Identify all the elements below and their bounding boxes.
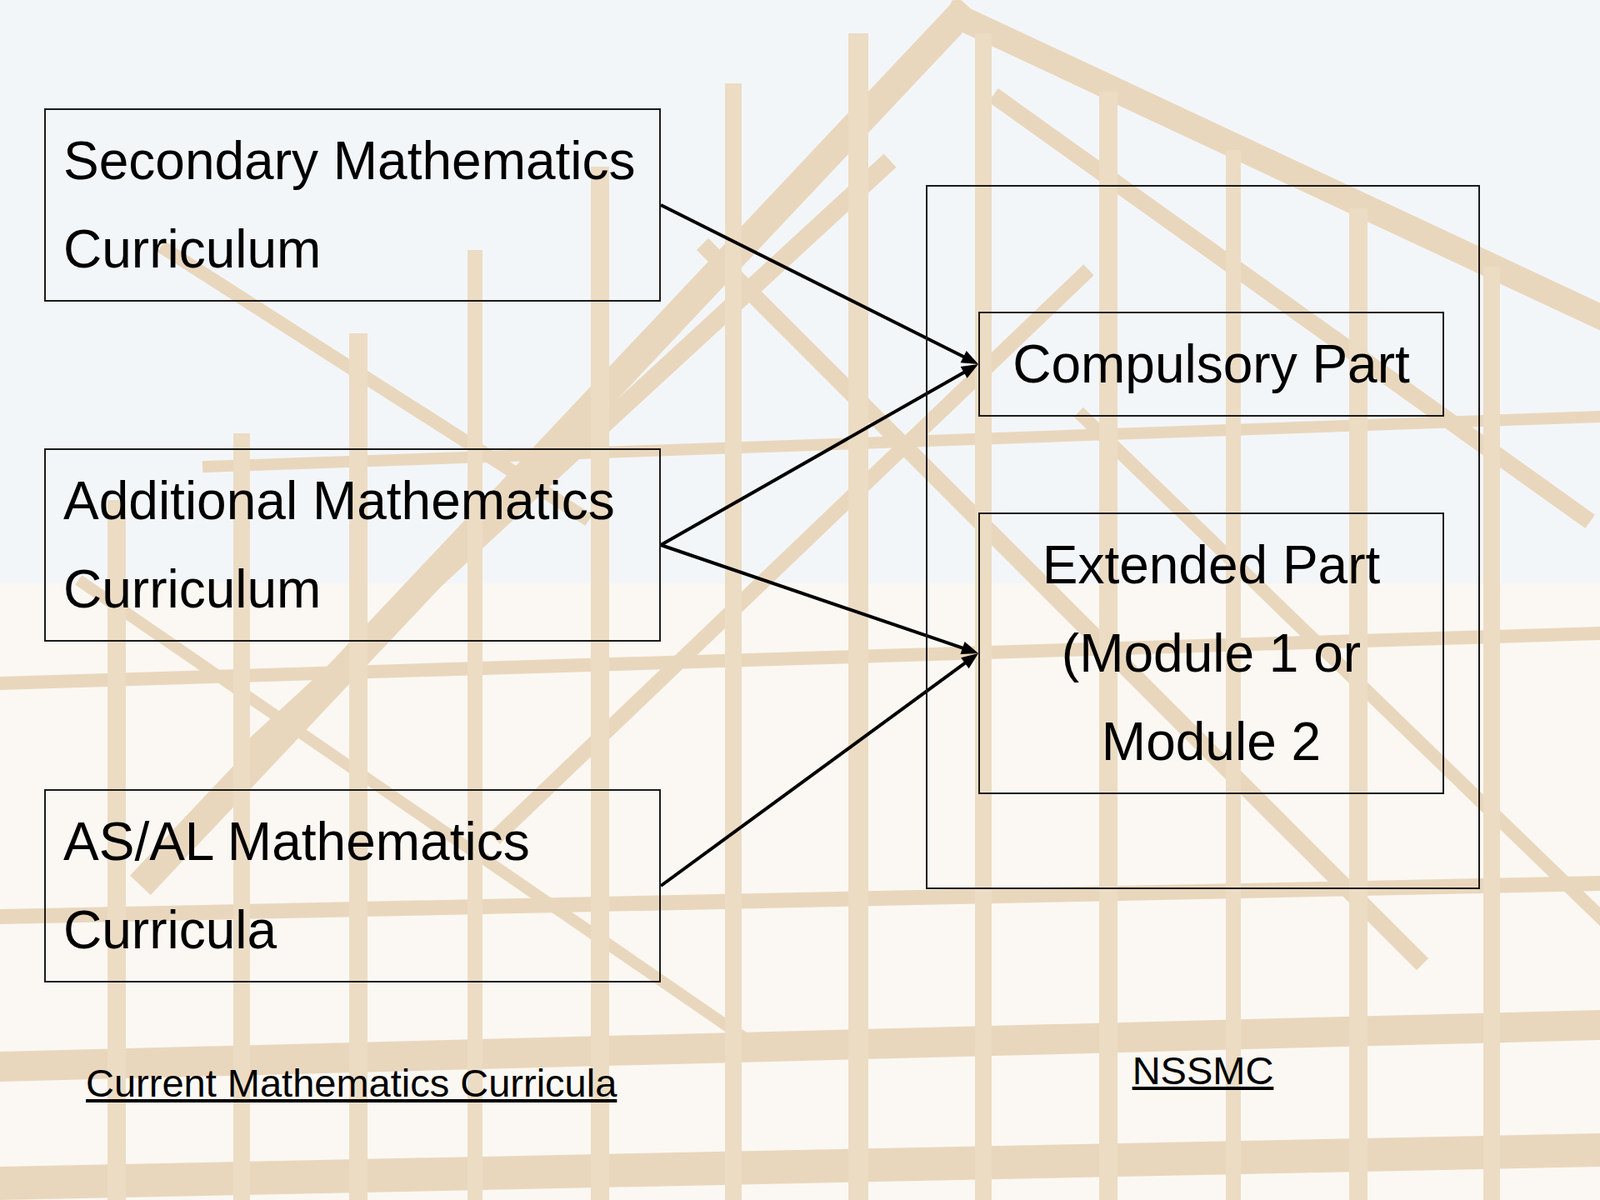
arrow-head bbox=[960, 653, 979, 669]
curriculum-box: AS/AL Mathematics Curricula bbox=[44, 789, 661, 983]
curriculum-box: Additional Mathematics Curriculum bbox=[44, 448, 661, 642]
nssmc-frame: NSSMCCompulsory PartExtended Part (Modul… bbox=[925, 185, 1480, 890]
part-box: Compulsory Part bbox=[978, 311, 1445, 417]
arrow-head bbox=[960, 641, 979, 655]
connector-line bbox=[660, 545, 966, 650]
box-text: Compulsory Part bbox=[1012, 320, 1410, 409]
part-box: Extended Part (Module 1 or Module 2 bbox=[978, 512, 1445, 795]
arrow-connector bbox=[660, 545, 979, 655]
box-text: Secondary Mathematics Curriculum bbox=[63, 116, 642, 294]
curriculum-box: Secondary Mathematics Curriculum bbox=[44, 108, 661, 302]
connector-line bbox=[660, 205, 967, 359]
connector-line bbox=[660, 370, 967, 545]
arrow-head bbox=[960, 350, 979, 365]
box-text: AS/AL Mathematics Curricula bbox=[63, 797, 642, 975]
frame-title: NSSMC bbox=[927, 1047, 1479, 1095]
arrow-connector bbox=[660, 653, 979, 886]
box-text: Additional Mathematics Curriculum bbox=[63, 456, 642, 634]
arrow-connector bbox=[660, 364, 979, 545]
group-caption: Current Mathematics Curricula bbox=[85, 1060, 617, 1107]
connector-line bbox=[660, 660, 968, 886]
arrow-connector bbox=[660, 205, 979, 365]
arrow-head bbox=[960, 364, 979, 379]
box-text: Extended Part (Module 1 or Module 2 bbox=[999, 520, 1425, 786]
